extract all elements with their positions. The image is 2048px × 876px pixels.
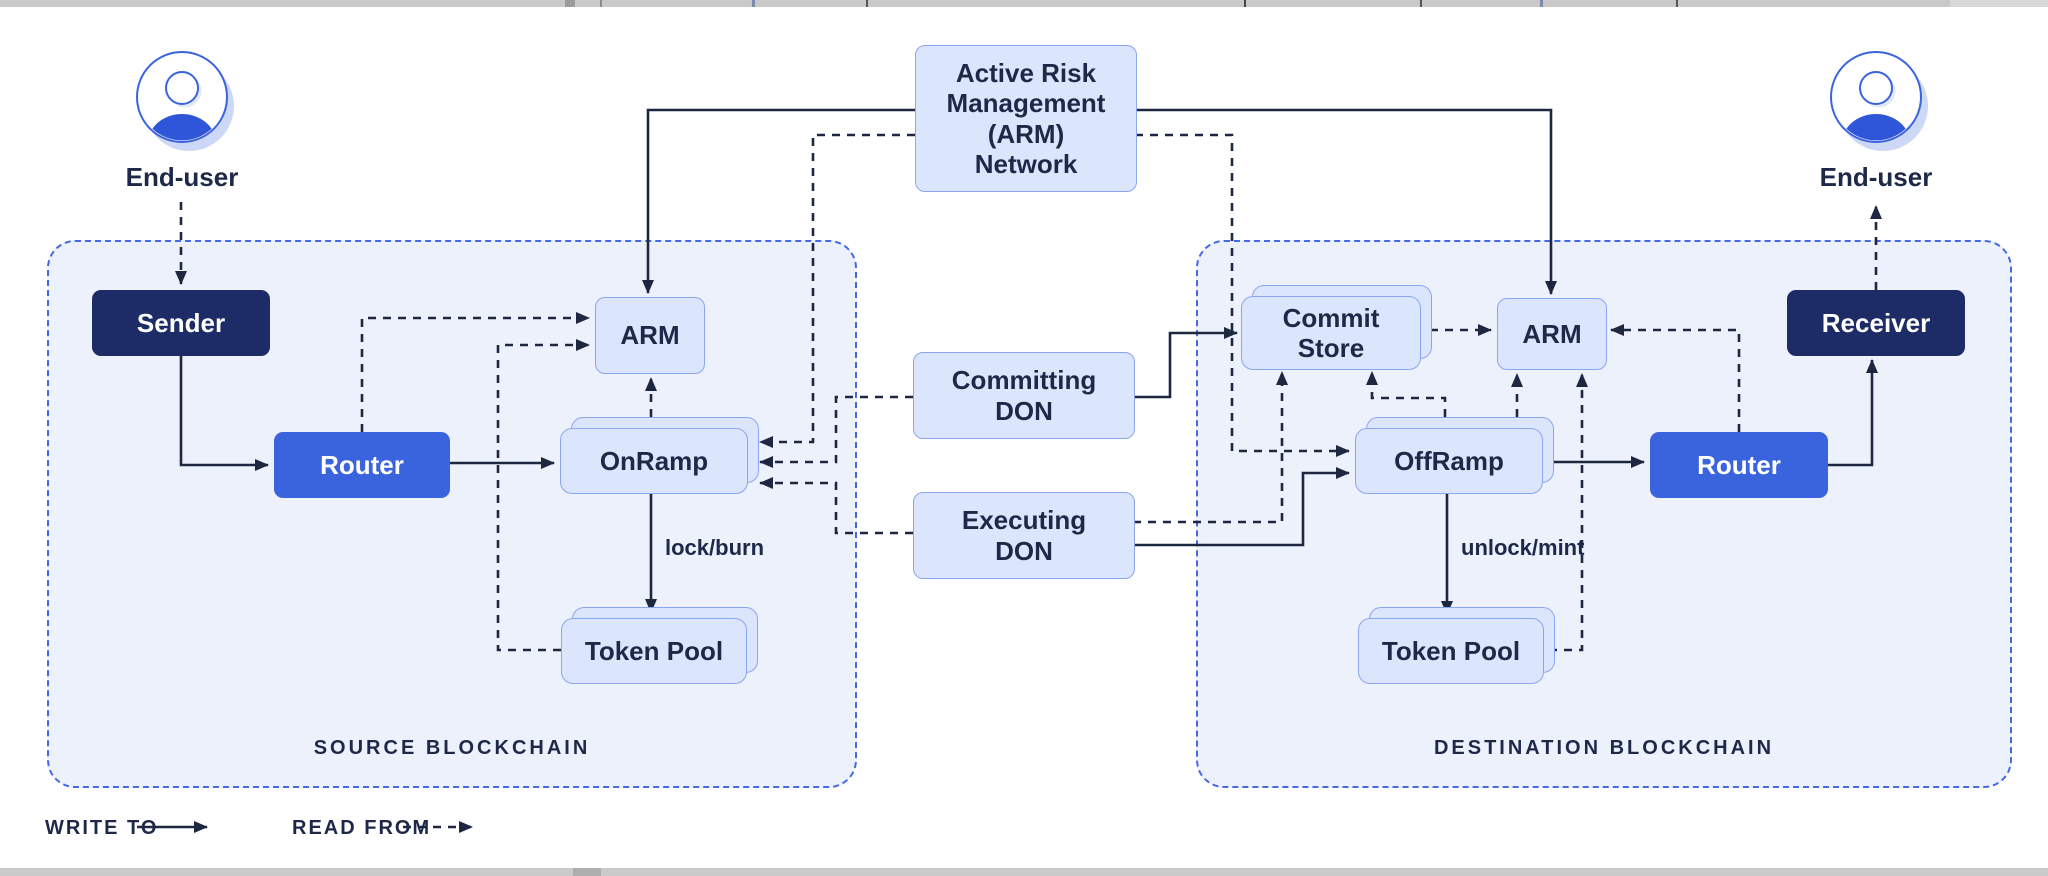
edge-offramp-to-commitstore xyxy=(1366,371,1447,417)
horizontal-scrollbar[interactable] xyxy=(0,868,2048,876)
commit-store-label: Commit Store xyxy=(1282,302,1380,363)
router-destination-label: Router xyxy=(1697,449,1781,480)
offramp-front-card: OffRamp xyxy=(1355,428,1543,494)
token-pool-destination-front-card: Token Pool xyxy=(1358,618,1544,684)
receiver-node: Receiver xyxy=(1787,290,1965,356)
arm-source-label: ARM xyxy=(620,320,680,351)
onramp-node: OnRamp xyxy=(560,417,759,494)
chrome-fragment xyxy=(1676,0,1678,7)
token-pool-source-node: Token Pool xyxy=(561,607,758,684)
commit-store-node: Commit Store xyxy=(1241,285,1432,370)
committing-don-node: Committing DON xyxy=(913,352,1135,439)
chrome-fragment xyxy=(1244,0,1246,7)
edge-executingdon-to-onramp xyxy=(759,477,913,535)
end-user-icon-source xyxy=(137,52,234,172)
router-source-node: Router xyxy=(274,432,450,498)
sender-label: Sender xyxy=(136,307,226,338)
edge-router-to-arm-source xyxy=(360,312,590,432)
chrome-fragment xyxy=(1540,0,1543,7)
edge-tokenpool-to-arm-source xyxy=(496,339,590,652)
arm-network-node: Active Risk Management (ARM) Network xyxy=(915,45,1137,192)
arm-network-label: Active Risk Management (ARM) Network xyxy=(946,58,1106,179)
token-pool-destination-node: Token Pool xyxy=(1358,607,1555,684)
edge-executingdon-to-commitstore xyxy=(1133,371,1288,524)
lock-burn-label: lock/burn xyxy=(665,535,765,560)
chrome-fragment xyxy=(1950,0,2048,7)
end-user-label-source: End-user xyxy=(125,162,239,192)
sender-node: Sender xyxy=(92,290,270,356)
scrollbar-thumb[interactable] xyxy=(573,868,601,876)
offramp-node: OffRamp xyxy=(1355,417,1554,494)
edge-committingdon-to-onramp xyxy=(759,395,913,468)
window-chrome-top xyxy=(0,0,2048,7)
edge-armnetwork-to-onramp xyxy=(759,133,915,448)
edge-armnetwork-to-arm-source xyxy=(642,108,915,294)
edge-armnetwork-to-arm-destination xyxy=(1135,108,1557,295)
chrome-fragment xyxy=(600,0,602,7)
token-pool-source-front-card: Token Pool xyxy=(561,618,747,684)
arm-destination-label: ARM xyxy=(1522,318,1582,349)
token-pool-source-label: Token Pool xyxy=(584,635,724,666)
edge-sender-to-router xyxy=(179,356,269,471)
chrome-fragment xyxy=(1420,0,1422,7)
chrome-fragment xyxy=(866,0,868,7)
destination-blockchain-caption: DESTINATION BLOCKCHAIN xyxy=(1433,737,1775,759)
committing-don-label: Committing DON xyxy=(951,365,1097,426)
router-destination-node: Router xyxy=(1650,432,1828,498)
chrome-fragment xyxy=(565,0,575,7)
edge-executingdon-to-offramp xyxy=(1133,467,1350,547)
router-source-label: Router xyxy=(320,449,404,480)
executing-don-node: Executing DON xyxy=(913,492,1135,579)
edge-armnetwork-to-offramp xyxy=(1135,133,1350,457)
edge-committingdon-to-commitstore xyxy=(1133,327,1238,399)
executing-don-label: Executing DON xyxy=(961,505,1087,566)
offramp-label: OffRamp xyxy=(1394,445,1504,476)
receiver-label: Receiver xyxy=(1821,307,1931,338)
end-user-label-destination: End-user xyxy=(1819,162,1933,192)
unlock-mint-label: unlock/mint xyxy=(1461,535,1585,560)
edge-tokenpool-to-arm-destination xyxy=(1549,373,1588,652)
onramp-front-card: OnRamp xyxy=(560,428,748,494)
end-user-icon-destination xyxy=(1831,52,1928,172)
onramp-label: OnRamp xyxy=(599,445,709,476)
edge-router-to-receiver xyxy=(1828,359,1878,467)
source-blockchain-caption: SOURCE BLOCKCHAIN xyxy=(313,737,591,759)
legend-read-from-label: READ FROM xyxy=(292,817,432,839)
legend-write-to-label: WRITE TO xyxy=(45,817,159,839)
arm-source-node: ARM xyxy=(595,297,705,374)
edge-router-to-arm-destination xyxy=(1610,324,1741,432)
commit-store-front-card: Commit Store xyxy=(1241,296,1421,370)
chrome-fragment xyxy=(752,0,755,7)
token-pool-destination-label: Token Pool xyxy=(1381,635,1521,666)
arm-destination-node: ARM xyxy=(1497,298,1607,370)
